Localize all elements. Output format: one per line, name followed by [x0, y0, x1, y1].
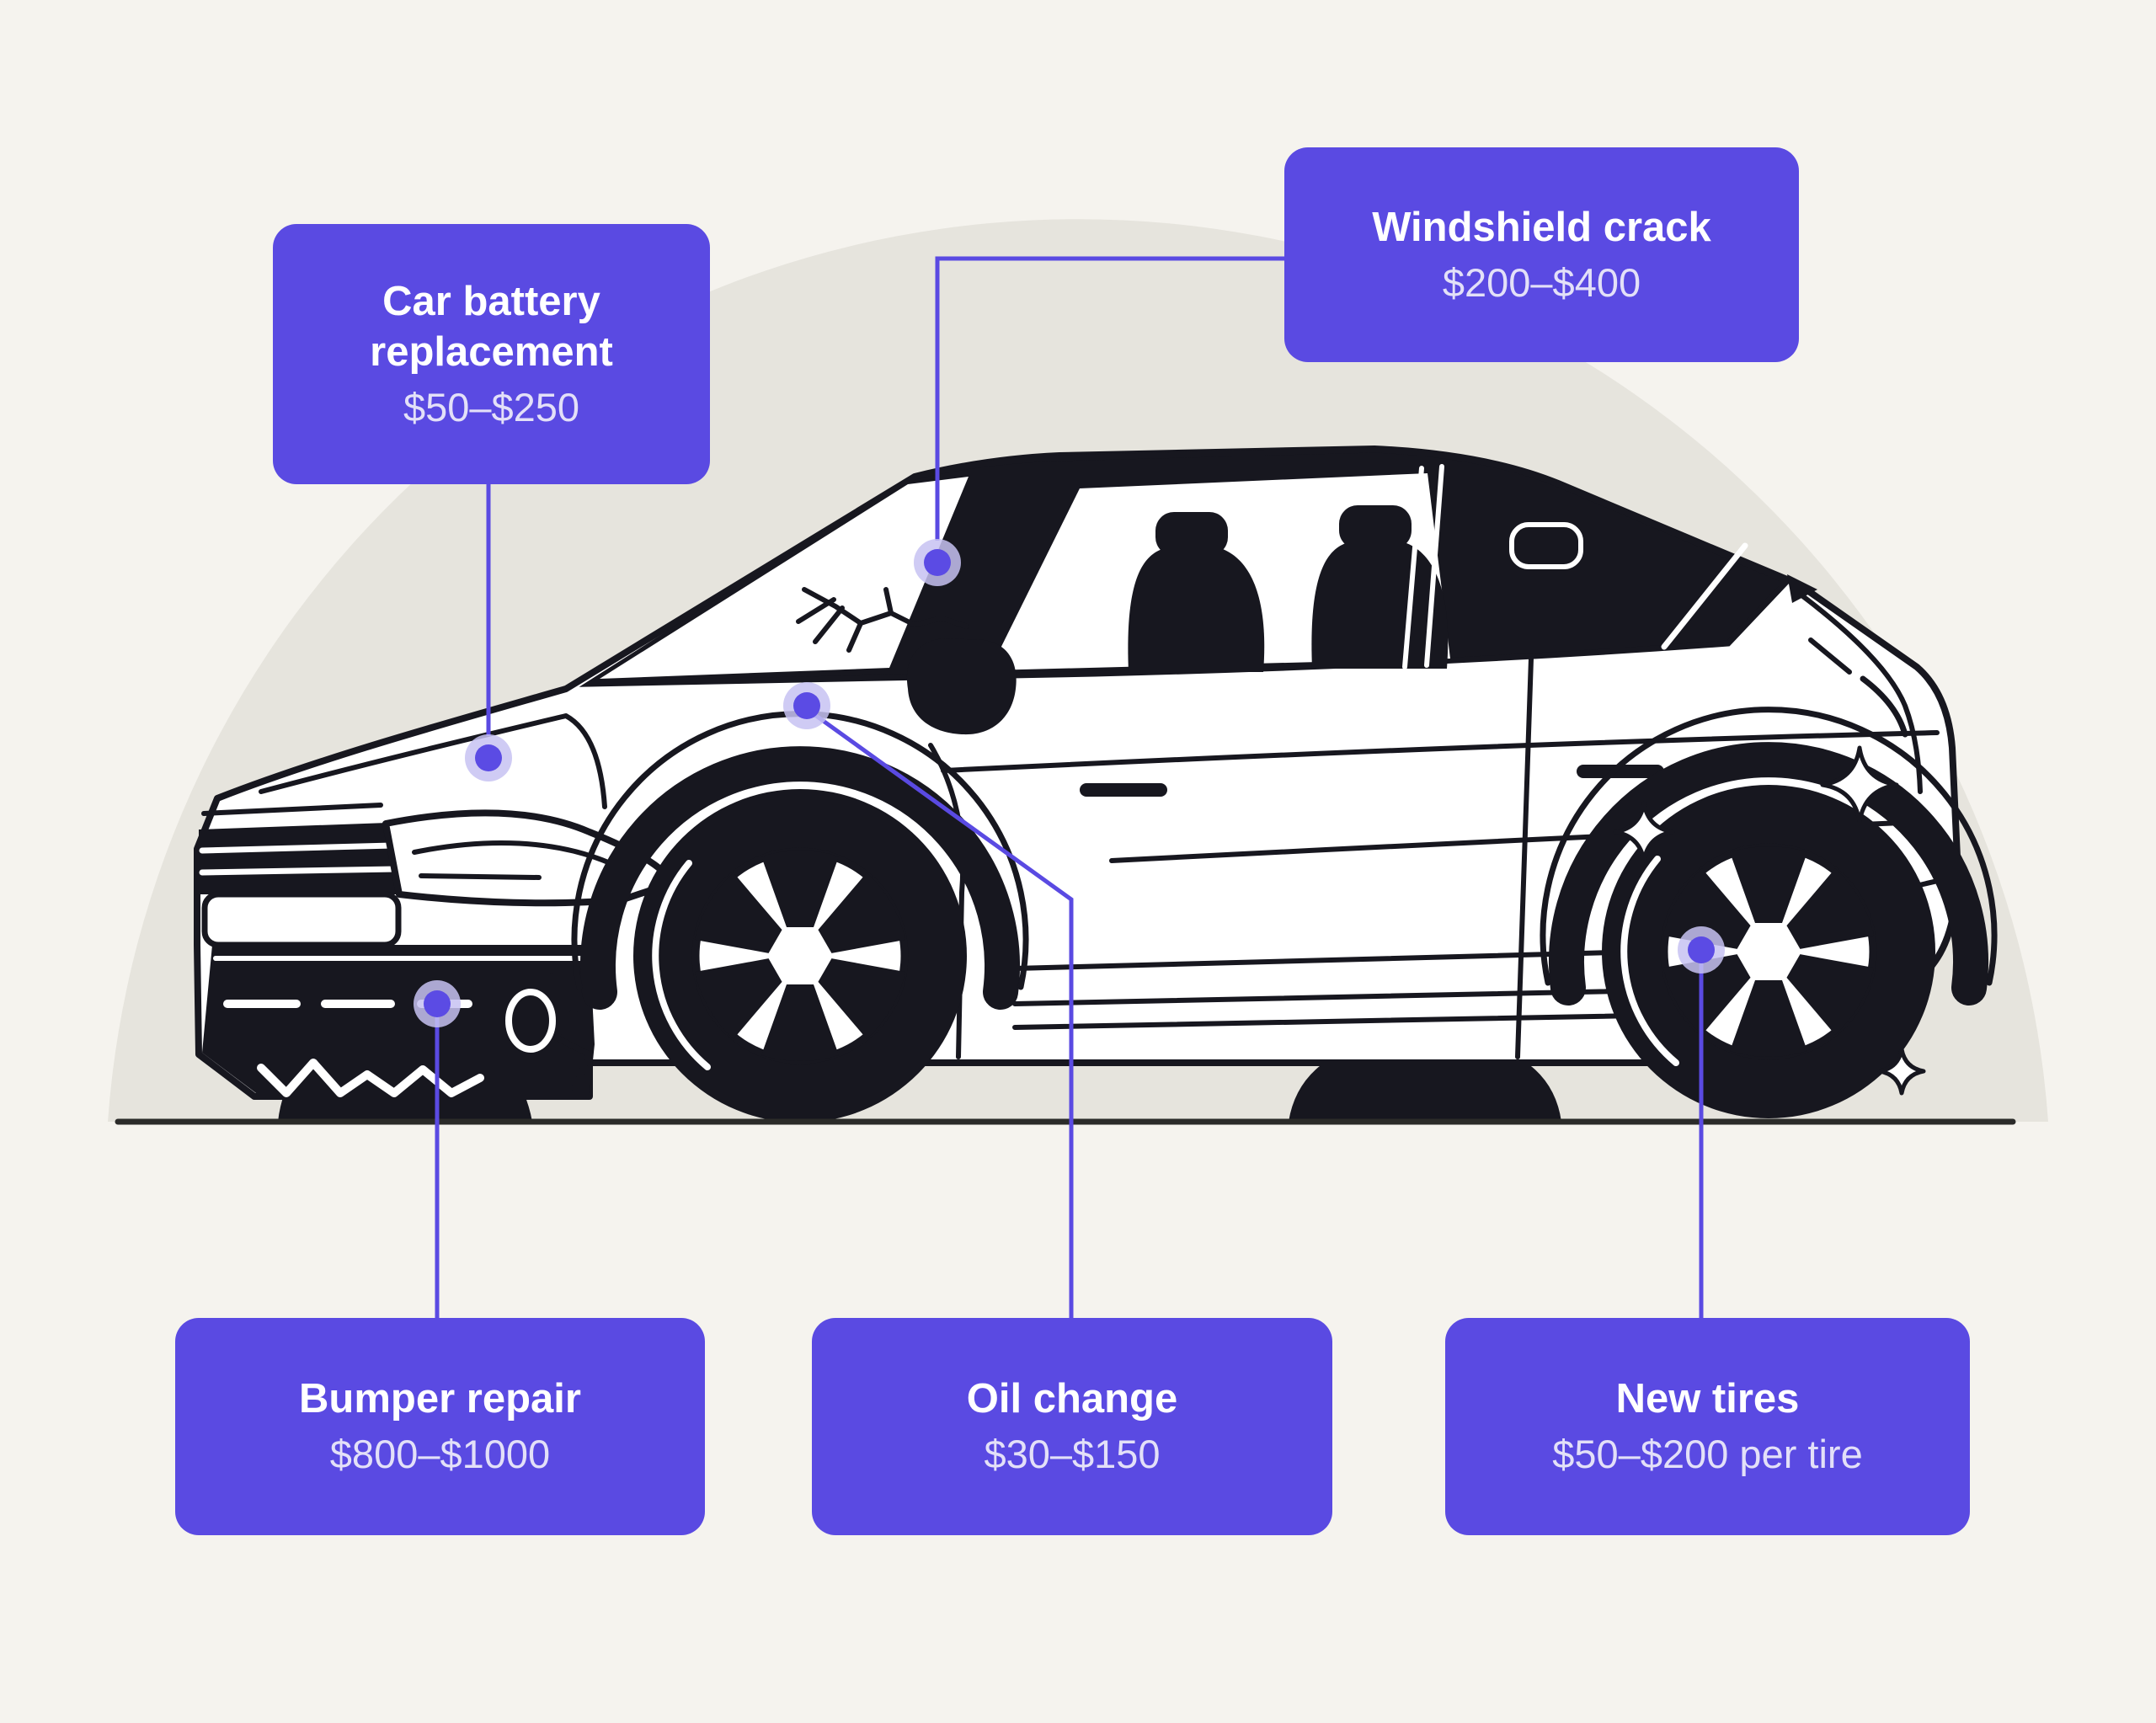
hatch-seam — [1791, 587, 1923, 794]
label-title: Windshield crack — [1372, 204, 1711, 250]
label-price: $200–$400 — [1442, 259, 1641, 305]
marker-dot-oil — [783, 682, 830, 729]
label-card-battery: Car battery replacement $50–$250 — [273, 224, 710, 484]
upper-grille — [199, 823, 398, 894]
rear-door-handle — [1577, 765, 1664, 778]
marker-dot-battery — [465, 734, 512, 781]
b-pillar-gap-line-2 — [1424, 464, 1444, 668]
c-pillar-gap-line — [1661, 542, 1748, 650]
label-price: $30–$150 — [984, 1432, 1161, 1476]
label-card-windshield: Windshield crack $200–$400 — [1284, 147, 1799, 362]
rear-arch-crease — [1540, 707, 1998, 986]
grille-slat-1 — [199, 842, 396, 854]
taillight-line — [1860, 675, 1908, 738]
rear-seat-headrest — [1339, 505, 1412, 549]
connector-oil — [805, 707, 1074, 1318]
front-seat-back — [1128, 549, 1265, 672]
label-card-bumper: Bumper repair $800–$1000 — [175, 1318, 705, 1535]
sparkle-icon — [1613, 801, 1675, 863]
front-door-handle — [1080, 783, 1167, 797]
connector-windshield — [935, 256, 1284, 541]
side-mirror — [906, 638, 1017, 735]
rear-spoiler-tip — [1787, 574, 1817, 603]
front-seat-headrest — [1155, 512, 1228, 556]
fog-light — [505, 989, 556, 1053]
sparkle-icon — [1877, 1047, 1926, 1096]
front-fender-arch — [580, 746, 1020, 1010]
rear-fender-arch — [1549, 742, 1988, 1006]
marker-dot-windshield — [914, 539, 961, 586]
grille-slat-2 — [199, 866, 399, 876]
tail-dash — [1808, 637, 1852, 675]
shoulder-crease — [941, 730, 1940, 773]
rear-wheel — [1540, 707, 1998, 1118]
third-headrest-outline — [1509, 522, 1583, 569]
label-card-oil: Oil change $30–$150 — [812, 1318, 1332, 1535]
label-price: $800–$1000 — [329, 1432, 551, 1476]
marker-dot-tires — [1678, 926, 1725, 974]
front-shutline — [201, 803, 383, 816]
label-price: $50–$250 — [403, 384, 580, 429]
rear-door-seam — [1515, 656, 1534, 1059]
windshield-glass — [600, 477, 969, 679]
marker-dot-bumper — [414, 980, 461, 1027]
label-title: Oil change — [966, 1376, 1178, 1422]
label-title: New tires — [1615, 1376, 1800, 1422]
bumper-crack-icon — [257, 1059, 484, 1097]
label-card-tires: New tires $50–$200 per tire — [1445, 1318, 1970, 1535]
front-bumper — [202, 945, 595, 1093]
hood-seam-line — [259, 713, 607, 809]
bumper-crack-edge — [548, 974, 593, 1091]
label-title: Bumper repair — [299, 1376, 581, 1422]
label-title: Car battery replacement — [370, 278, 613, 375]
headlight-inner-dash — [419, 873, 542, 880]
sparkle-icon — [1820, 745, 1899, 824]
label-price: $50–$200 per tire — [1552, 1432, 1863, 1476]
windshield-crack-icon — [796, 587, 969, 653]
b-pillar-gap-line — [1402, 466, 1424, 669]
